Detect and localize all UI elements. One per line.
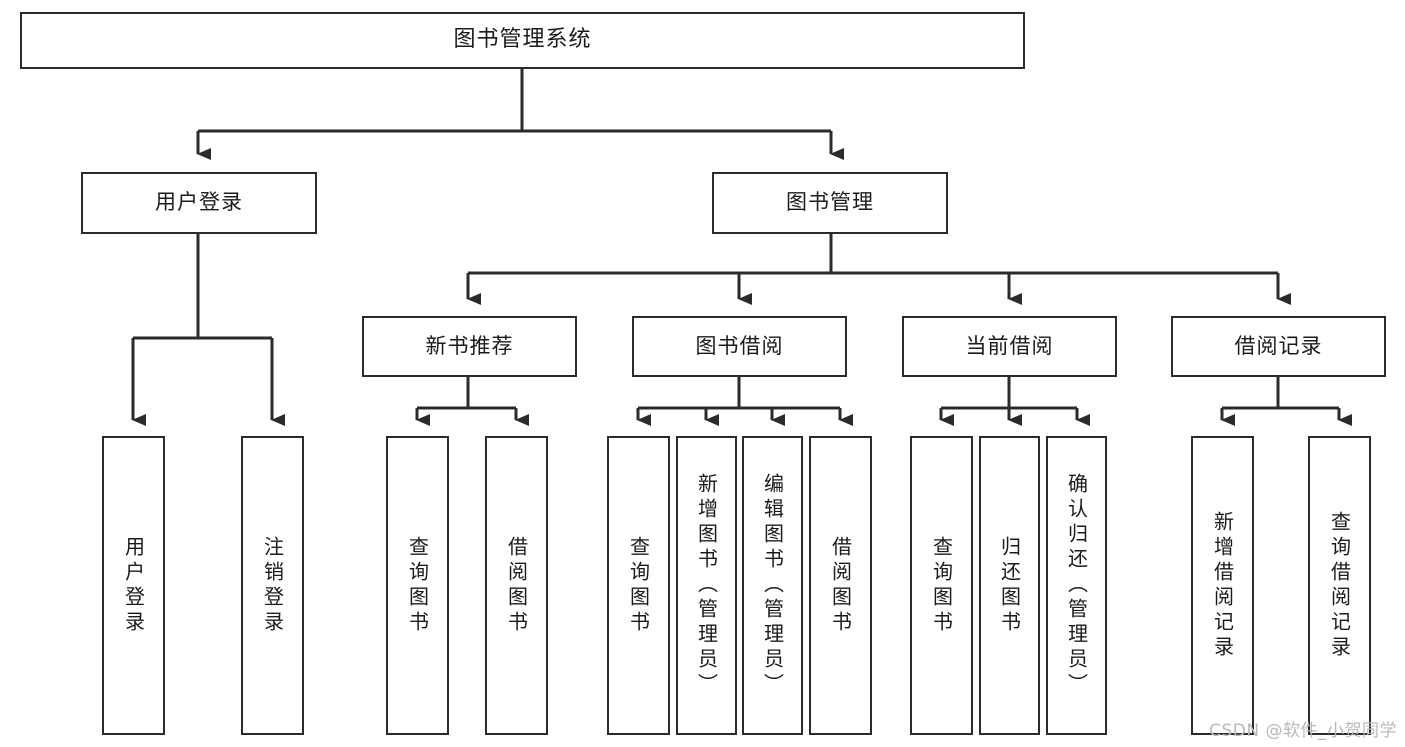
leaf-borrow-book-1-label: 借阅图书 [504, 535, 529, 636]
node-root-label: 图书管理系统 [453, 27, 592, 53]
leaf-query-book-2-label: 查询图书 [626, 535, 651, 636]
leaf-logout[interactable]: 注销登录 [241, 436, 304, 735]
node-new-book-recommend-label: 新书推荐 [425, 333, 514, 358]
node-book-management[interactable]: 图书管理 [712, 172, 948, 234]
node-borrow-records-label: 借阅记录 [1234, 333, 1323, 358]
node-root[interactable]: 图书管理系统 [20, 12, 1025, 69]
leaf-logout-label: 注销登录 [260, 535, 285, 636]
leaf-query-borrow-record-label: 查询借阅记录 [1327, 510, 1352, 661]
node-current-borrow-label: 当前借阅 [965, 333, 1054, 358]
leaf-query-book-2[interactable]: 查询图书 [607, 436, 670, 735]
leaf-edit-book-admin[interactable]: 编辑图书（管理员） [742, 436, 803, 735]
leaf-return-book-label: 归还图书 [997, 535, 1022, 636]
leaf-add-borrow-record-label: 新增借阅记录 [1210, 510, 1235, 661]
node-book-management-label: 图书管理 [786, 190, 874, 215]
leaf-edit-book-admin-label: 编辑图书（管理员） [760, 473, 785, 698]
leaf-confirm-return-admin-label: 确认归还（管理员） [1064, 473, 1089, 698]
node-book-borrow[interactable]: 图书借阅 [632, 316, 847, 377]
leaf-add-borrow-record[interactable]: 新增借阅记录 [1191, 436, 1254, 735]
leaf-borrow-book-1[interactable]: 借阅图书 [485, 436, 548, 735]
leaf-query-book-3[interactable]: 查询图书 [910, 436, 973, 735]
leaf-query-book-1-label: 查询图书 [405, 535, 430, 636]
leaf-return-book[interactable]: 归还图书 [979, 436, 1040, 735]
node-book-borrow-label: 图书借阅 [695, 333, 784, 358]
leaf-confirm-return-admin[interactable]: 确认归还（管理员） [1046, 436, 1107, 735]
leaf-add-book-admin[interactable]: 新增图书（管理员） [676, 436, 737, 735]
leaf-borrow-book-2-label: 借阅图书 [828, 535, 853, 636]
csdn-watermark: CSDN @软件_小贺同学 [1209, 721, 1397, 741]
node-new-book-recommend[interactable]: 新书推荐 [362, 316, 577, 377]
node-borrow-records[interactable]: 借阅记录 [1171, 316, 1386, 377]
leaf-user-login[interactable]: 用户登录 [102, 436, 165, 735]
node-current-borrow[interactable]: 当前借阅 [902, 316, 1117, 377]
leaf-query-borrow-record[interactable]: 查询借阅记录 [1308, 436, 1371, 735]
leaf-query-book-1[interactable]: 查询图书 [386, 436, 449, 735]
node-user-login-label: 用户登录 [155, 190, 243, 215]
leaf-query-book-3-label: 查询图书 [929, 535, 954, 636]
node-user-login[interactable]: 用户登录 [81, 172, 317, 234]
leaf-user-login-label: 用户登录 [121, 535, 146, 636]
leaf-borrow-book-2[interactable]: 借阅图书 [809, 436, 872, 735]
leaf-add-book-admin-label: 新增图书（管理员） [694, 473, 719, 698]
